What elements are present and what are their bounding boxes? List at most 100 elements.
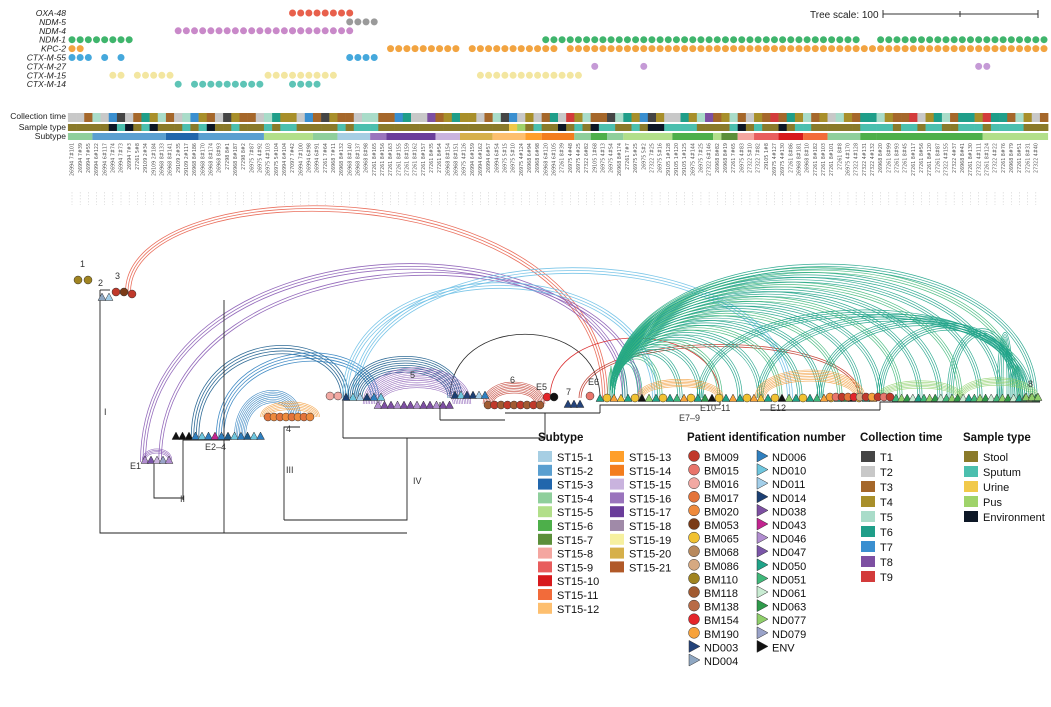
gene-dot	[877, 36, 885, 44]
strain-id-label: 26994 6#162	[478, 143, 484, 176]
sample-type-cell	[419, 124, 428, 131]
gene-dot	[893, 36, 901, 44]
gene-dot	[248, 80, 256, 88]
collection-time-cell	[272, 113, 281, 122]
legend-collection-time-item: T3	[880, 482, 893, 494]
gene-label-kpc-2: KPC-2	[41, 44, 66, 54]
legend-subtype-item: ST15-2	[557, 466, 593, 478]
collection-time-cell	[206, 113, 216, 122]
legend-patient-item: ND047	[772, 547, 806, 559]
legend-marker	[688, 477, 700, 489]
collection-time-cell	[337, 113, 346, 122]
collection-time-cell	[190, 113, 199, 122]
gene-dot	[93, 36, 101, 44]
gene-dot	[926, 45, 934, 53]
strain-id-label: 26975 4#92	[257, 143, 263, 173]
tip-triangle	[230, 431, 239, 440]
gene-dot	[501, 71, 509, 79]
tip-triangle	[1009, 393, 1019, 402]
gene-dot	[84, 36, 92, 44]
sample-type-cell	[639, 124, 649, 131]
sample-type-cell	[508, 124, 518, 131]
strain-id-label: 27261 8#157	[421, 143, 427, 176]
transmission-arc	[613, 277, 999, 399]
gene-dot	[770, 36, 778, 44]
gene-dot	[566, 71, 574, 79]
gene-dot	[215, 80, 223, 88]
gene-dot	[795, 45, 803, 53]
legend-swatch	[861, 556, 875, 567]
gene-dot	[223, 27, 231, 35]
strain-id-label: 27322 5#10	[748, 143, 754, 173]
tip-triangle	[986, 393, 996, 402]
strain-id-label: 27261 7#7	[625, 143, 631, 170]
legend-swatch	[964, 496, 978, 507]
legend-subtype-item: ST15-10	[557, 576, 599, 588]
subtype-cell	[713, 133, 722, 140]
tip-triangle	[756, 393, 766, 402]
strain-id-label: 26975 4#83	[739, 143, 745, 173]
strain-id-label: 26994 6#122	[94, 143, 100, 176]
gene-dot	[427, 45, 435, 53]
transmission-arc	[158, 272, 642, 463]
gene-dot	[770, 45, 778, 53]
collection-time-cell	[402, 113, 412, 122]
gene-dot	[313, 80, 321, 88]
subtype-cell	[590, 133, 608, 140]
strain-id-label: 26968 8#187	[233, 143, 239, 176]
legend-collection-time-item: T5	[880, 512, 893, 524]
gene-dot	[289, 71, 297, 79]
tip-triangle	[1014, 393, 1024, 402]
legend-swatch	[610, 478, 624, 490]
gene-dot	[346, 9, 354, 17]
transmission-arc	[1002, 339, 1008, 399]
collection-time-cell	[598, 113, 608, 122]
legend-swatch	[538, 602, 552, 614]
sample-type-cell	[762, 124, 771, 131]
gene-dot	[664, 45, 672, 53]
sample-type-cell	[476, 124, 485, 131]
collection-time-cell	[558, 113, 567, 122]
tip-triangle	[791, 393, 801, 402]
collection-time-cell	[819, 113, 828, 122]
gene-dot	[615, 36, 623, 44]
legend-patient-item: ND038	[772, 506, 806, 518]
gene-label-ndm-5: NDM-5	[39, 17, 66, 27]
clade-label: E1	[130, 461, 141, 471]
gene-dot	[517, 71, 525, 79]
sample-type-cell	[182, 124, 191, 131]
gene-dot	[1024, 36, 1032, 44]
gene-dot	[68, 54, 76, 61]
tip-triangle	[386, 400, 396, 409]
legend-patient-item: ND046	[772, 534, 806, 546]
gene-dot	[305, 27, 313, 35]
gene-dot	[525, 71, 533, 79]
sample-type-cell	[427, 124, 436, 131]
gene-dot	[689, 45, 697, 53]
subtype-cell	[198, 133, 264, 140]
gene-dot	[975, 45, 983, 53]
phylogenetic-tree	[99, 289, 1040, 534]
transmission-arc	[243, 400, 292, 438]
gene-dot	[493, 45, 501, 53]
tip-triangle	[178, 431, 187, 440]
gene-dot	[411, 45, 419, 53]
legend-collection-time-item: T4	[880, 497, 893, 509]
sample-type-cell	[737, 124, 747, 131]
collection-time-cell	[590, 113, 600, 122]
sample-type-cell	[312, 124, 322, 131]
gene-dot	[436, 45, 444, 53]
gene-dot	[779, 45, 787, 53]
collection-time-cell	[607, 113, 616, 122]
sample-type-cell	[116, 124, 126, 131]
transmission-arc	[611, 269, 1021, 399]
gene-dot	[566, 36, 574, 44]
legend-collection-time-item: T7	[880, 542, 893, 554]
clade-label: E2–4	[205, 442, 226, 452]
clade-label: 6	[510, 375, 515, 385]
strain-id-label: 27322 6#82	[584, 143, 590, 173]
legend-subtype-item: ST15-17	[629, 507, 671, 519]
track-label-0: Collection time	[10, 111, 66, 121]
sample-type-cell	[696, 124, 706, 131]
clade-label: IV	[413, 476, 422, 486]
